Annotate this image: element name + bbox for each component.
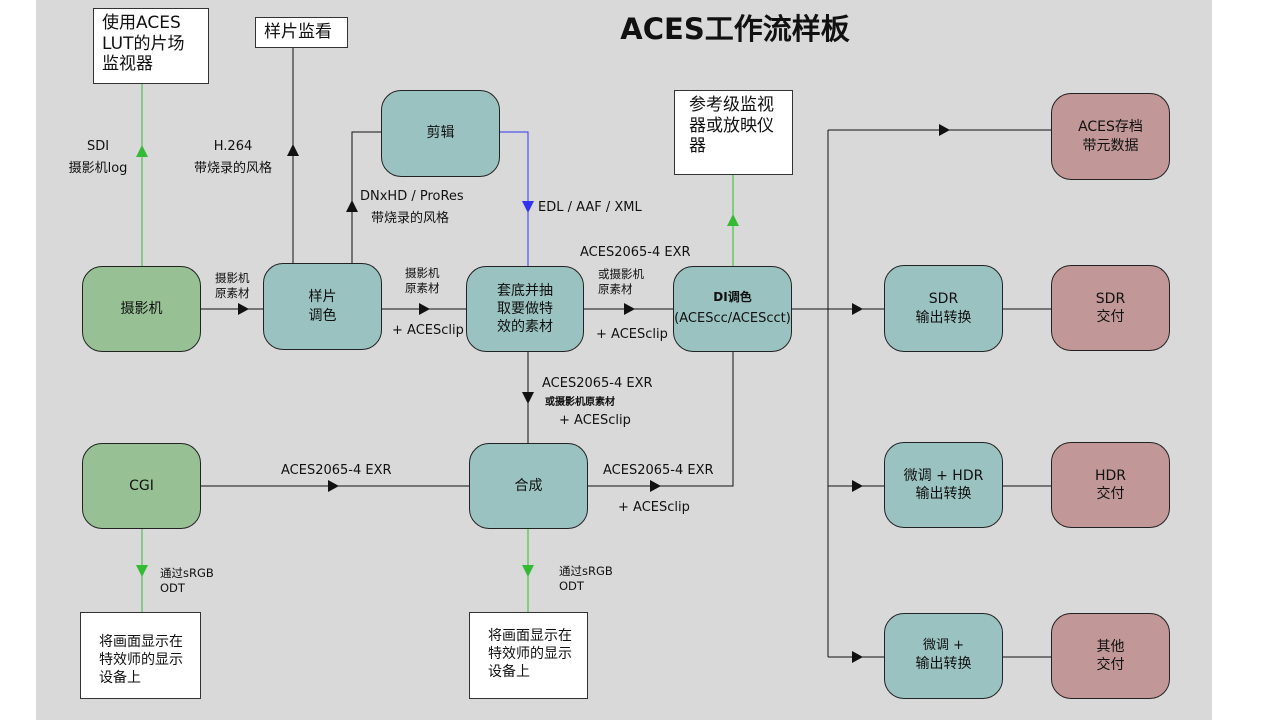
conform-node: 套底并抽 取要做特 效的素材: [466, 266, 584, 352]
arrowhead-reference: [727, 214, 739, 226]
arrowhead-edit: [346, 200, 358, 212]
archive-node: ACES存档 带元数据: [1051, 93, 1170, 180]
label-dnxhd: DNxHD / ProRes 带烧录的风格: [360, 189, 464, 226]
label-aces-clip-2: + ACESclip: [596, 327, 668, 342]
camera-node: 摄影机: [82, 266, 201, 352]
label-or-camera-raw: 或摄影机 原素材: [598, 267, 644, 296]
label-aces-exr-down: ACES2065-4 EXR: [542, 376, 653, 391]
vfx-display-box-2: 将画面显示在 特效师的显示 设备上: [469, 612, 588, 699]
composite-node: 合成: [469, 443, 588, 529]
label-aces-clip-down: + ACESclip: [559, 413, 631, 428]
label-or-camera-raw-down: 或摄影机原素材: [545, 397, 615, 408]
arrowhead-other: [852, 651, 863, 663]
dailies-view-box: 样片监看: [255, 17, 348, 48]
other-delivery-node: 其他 交付: [1051, 613, 1170, 699]
arrowhead-hdr: [852, 480, 863, 492]
label-camera-raw-2: 摄影机 原素材: [405, 266, 440, 295]
label-srgb-2: 通过sRGB ODT: [559, 564, 613, 593]
reference-monitor-box: 参考级监视 器或放映仪 器: [674, 90, 793, 175]
arrowhead-cgi-composite: [328, 480, 339, 492]
hdr-delivery-node: HDR 交付: [1051, 442, 1170, 528]
slide-background: [36, 0, 1212, 720]
hdr-transform-node: 微调 + HDR 输出转换: [884, 442, 1003, 528]
other-transform-node: 微调 + 输出转换: [884, 613, 1003, 699]
label-sdi: SDI 摄影机log: [68, 139, 128, 176]
label-srgb-1: 通过sRGB ODT: [160, 566, 214, 595]
arrowhead-composite-display: [522, 565, 534, 577]
vfx-display-box-1: 将画面显示在 特效师的显示 设备上: [80, 612, 201, 699]
arrowhead-camera-dailies: [238, 303, 249, 315]
label-h264: H.264 带烧录的风格: [193, 139, 272, 176]
wire-edit-conform: [500, 131, 529, 266]
page-title: ACES工作流样板: [620, 12, 850, 46]
wire-dailies-edit: [351, 131, 381, 263]
dailies-grade-node: 样片 调色: [263, 263, 382, 350]
label-aces-exr-top: ACES2065-4 EXR: [580, 245, 691, 260]
arrowhead-view: [287, 144, 299, 156]
di-grade-node: DI调色 (ACEScc/ACEScct): [673, 266, 792, 352]
arrowhead-down-composite: [522, 392, 534, 404]
label-aces-exr-comp: ACES2065-4 EXR: [603, 463, 714, 478]
label-aces-clip-1: + ACESclip: [392, 323, 464, 338]
aces-lut-monitor-box: 使用ACES LUT的片场 监视器: [93, 8, 209, 84]
sdr-delivery-node: SDR 交付: [1051, 265, 1170, 351]
cgi-node: CGI: [82, 443, 201, 529]
wire-composite-di: [588, 352, 734, 487]
arrowhead-cgi-display: [136, 565, 148, 577]
label-aces-clip-comp: + ACESclip: [618, 500, 690, 515]
arrowhead-sdr: [852, 303, 863, 315]
arrowhead-composite-di: [650, 480, 661, 492]
arrowhead-conform-di: [624, 303, 635, 315]
label-camera-raw-1: 摄影机 原素材: [215, 271, 250, 300]
edit-node: 剪辑: [381, 90, 500, 177]
arrowhead-archive: [939, 124, 950, 136]
arrowhead-lut-monitor: [136, 145, 148, 157]
arrowhead-dailies-conform: [419, 303, 430, 315]
arrowhead-edl: [522, 201, 534, 213]
sdr-transform-node: SDR 输出转换: [884, 265, 1003, 352]
label-aces-exr-cgi: ACES2065-4 EXR: [281, 463, 392, 478]
label-edl: EDL / AAF / XML: [538, 200, 642, 215]
